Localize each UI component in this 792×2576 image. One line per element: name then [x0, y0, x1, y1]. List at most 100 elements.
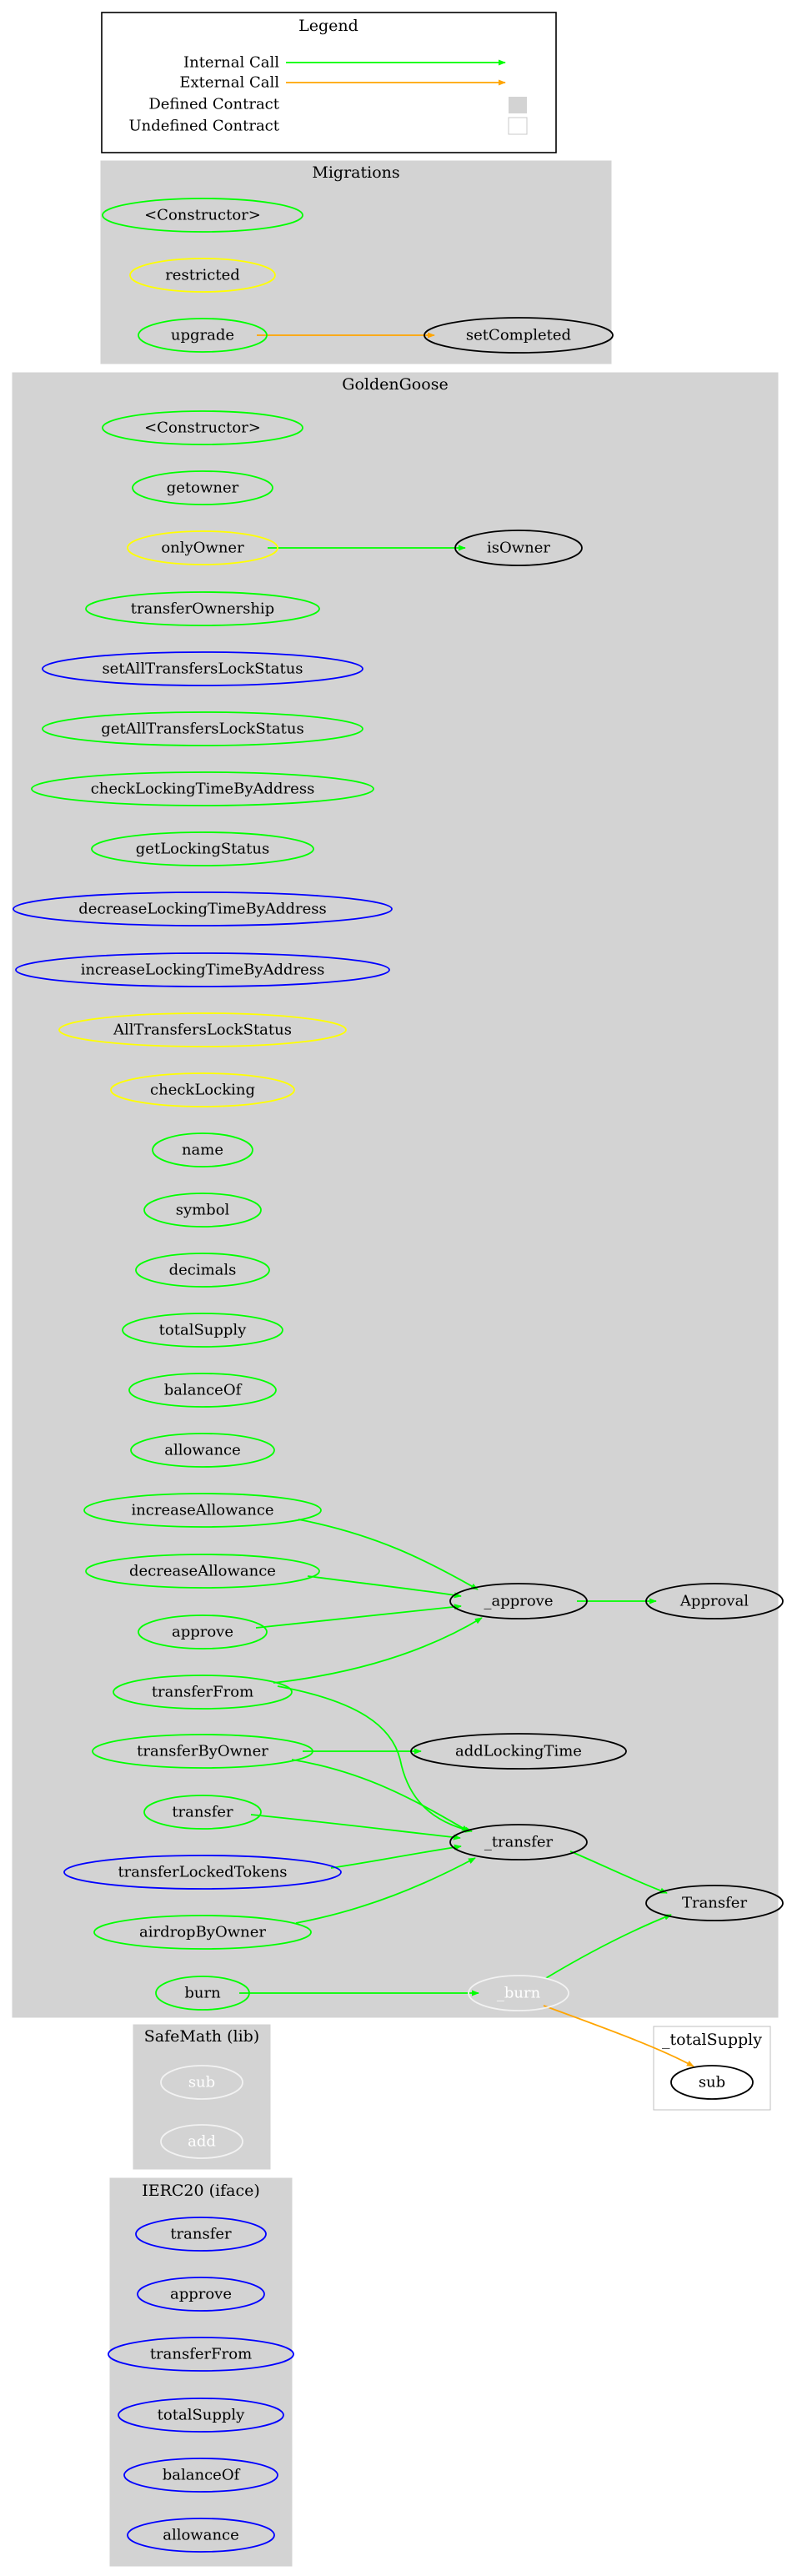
node-mig-setCompleted[interactable]: setCompleted — [424, 317, 614, 354]
cluster-ierc20: IERC20 (iface) — [109, 2177, 293, 2567]
node-gg-onlyOwner[interactable]: onlyOwner — [127, 530, 278, 565]
node-ellipse — [449, 1824, 588, 1860]
cluster-migrations: Migrations — [100, 160, 612, 364]
legend-undefined-contract-swatch — [508, 117, 528, 135]
node-if-balanceOf[interactable]: balanceOf — [123, 2458, 278, 2493]
node-ellipse — [155, 1976, 250, 2011]
node-gg-isOwner[interactable]: isOwner — [454, 530, 583, 566]
node-gg-transferOwnership[interactable]: transferOwnership — [85, 591, 320, 626]
node-ellipse — [13, 891, 393, 926]
node-gg-getowner[interactable]: getowner — [132, 470, 273, 505]
node-if-transfer[interactable]: transfer — [135, 2217, 267, 2252]
cluster-title: _totalSupply — [662, 2031, 762, 2049]
node-ellipse — [143, 1795, 262, 1830]
cluster-title: Migrations — [312, 163, 399, 182]
edge-gg_approve-to-gg__approve — [255, 1604, 462, 1629]
node-gg-getLockingStatus[interactable]: getLockingStatus — [91, 831, 314, 866]
node-ellipse — [118, 2398, 284, 2433]
edge-gg_airdrop-to-gg__transfer — [295, 1857, 476, 1924]
node-gg-totalSupply[interactable]: totalSupply — [122, 1313, 283, 1348]
node-label: <Constructor> — [144, 419, 261, 437]
node-ellipse — [670, 2065, 754, 2100]
node-ellipse — [152, 1132, 253, 1167]
node-gg-transfer[interactable]: transfer — [143, 1795, 262, 1830]
node-gg-symbol[interactable]: symbol — [143, 1193, 262, 1228]
node-if-transferFrom[interactable]: transferFrom — [108, 2337, 294, 2372]
node-ellipse — [129, 258, 276, 293]
edge-gg__transfer-to-gg_Transfer — [569, 1850, 668, 1894]
node-gg-name[interactable]: name — [152, 1132, 253, 1167]
node-label: transfer — [170, 2226, 232, 2243]
node-gg-checkLocking[interactable]: checkLocking — [110, 1072, 295, 1107]
node-ellipse — [160, 2065, 243, 2100]
node-label: checkLocking — [150, 1082, 255, 1099]
node-gg-allTransfersLock[interactable]: AllTransfersLockStatus — [58, 1012, 347, 1047]
node-gg-airdrop[interactable]: airdropByOwner — [93, 1915, 312, 1950]
node-ellipse — [454, 530, 583, 566]
node-label: symbol — [176, 1202, 230, 1219]
node-gg-decreaseLocking[interactable]: decreaseLockingTimeByAddress — [13, 891, 393, 926]
node-gg--burn[interactable]: _burn — [468, 1975, 569, 2011]
node-ts-sub[interactable]: sub — [670, 2065, 754, 2100]
node-mig-restricted[interactable]: restricted — [129, 258, 276, 293]
node-label: restricted — [165, 267, 240, 284]
node-label: balanceOf — [164, 1382, 243, 1399]
node-gg-transferFrom[interactable]: transferFrom — [113, 1675, 293, 1710]
node-label: setAllTransfersLockStatus — [102, 660, 303, 678]
node-if-totalSupply[interactable]: totalSupply — [118, 2398, 284, 2433]
node-gg--transfer[interactable]: _transfer — [449, 1824, 588, 1860]
node-ellipse — [645, 1583, 784, 1619]
node-ellipse — [91, 831, 314, 866]
node-label: decreaseAllowance — [129, 1563, 276, 1580]
node-gg-decimals[interactable]: decimals — [135, 1253, 270, 1288]
node-ellipse — [449, 1583, 588, 1619]
node-label: getAllTransfersLockStatus — [101, 721, 303, 738]
node-ellipse — [123, 2458, 278, 2493]
node-gg-getAll[interactable]: getAllTransfersLockStatus — [42, 711, 363, 746]
node-sm-add[interactable]: add — [160, 2124, 243, 2159]
node-ellipse — [127, 2518, 275, 2553]
node-mig-upgrade[interactable]: upgrade — [138, 318, 268, 353]
node-label: addLockingTime — [455, 1743, 582, 1760]
node-gg-increaseLocking[interactable]: increaseLockingTimeByAddress — [15, 952, 390, 987]
node-ellipse — [113, 1675, 293, 1710]
node-gg-checkLockingTime[interactable]: checkLockingTimeByAddress — [31, 771, 374, 806]
node-gg-addLockingTime[interactable]: addLockingTime — [410, 1733, 627, 1770]
node-ellipse — [93, 1915, 312, 1950]
node-ellipse — [138, 1614, 268, 1650]
node-label: approve — [170, 2286, 232, 2303]
node-ellipse — [410, 1733, 627, 1770]
legend: Legend Internal Call External Call Defin… — [101, 12, 557, 153]
node-gg-Transfer[interactable]: Transfer — [645, 1885, 784, 1921]
edge-gg_decreaseAllowance-to-gg__approve — [307, 1575, 462, 1599]
node-label: name — [182, 1142, 223, 1159]
node-label: transferOwnership — [131, 600, 274, 618]
node-gg-transferLocked[interactable]: transferLockedTokens — [63, 1855, 342, 1890]
edge-gg_transfer-to-gg__transfer — [250, 1814, 461, 1840]
node-label: Approval — [679, 1593, 749, 1610]
node-gg-increaseAllowance[interactable]: increaseAllowance — [83, 1493, 322, 1528]
node-label: sub — [188, 2074, 215, 2091]
node-gg-allowance[interactable]: allowance — [130, 1433, 275, 1468]
node-if-allowance[interactable]: allowance — [127, 2518, 275, 2553]
node-if-approve[interactable]: approve — [137, 2277, 265, 2312]
node-label: sub — [699, 2074, 725, 2091]
node-gg-approve[interactable]: approve — [138, 1614, 268, 1650]
node-ellipse — [42, 651, 363, 686]
edge-gg_transferByOwner-to-gg__transfer — [291, 1759, 469, 1832]
node-gg-transferByOwner[interactable]: transferByOwner — [92, 1734, 313, 1769]
node-gg--approve[interactable]: _approve — [449, 1583, 588, 1619]
node-mig-ctor[interactable]: <Constructor> — [102, 198, 303, 233]
node-gg-setAll[interactable]: setAllTransfersLockStatus — [42, 651, 363, 686]
node-ellipse — [85, 591, 320, 626]
edge-gg__burn-to-ts_sub — [543, 2005, 694, 2067]
node-sm-sub[interactable]: sub — [160, 2065, 243, 2100]
node-gg-burn[interactable]: burn — [155, 1976, 250, 2011]
node-gg-balanceOf[interactable]: balanceOf — [128, 1373, 277, 1408]
cluster-totalsupply: _totalSupply — [653, 2026, 771, 2111]
node-gg-decreaseAllowance[interactable]: decreaseAllowance — [85, 1554, 320, 1589]
node-gg-Approval[interactable]: Approval — [645, 1583, 784, 1619]
node-ellipse — [15, 952, 390, 987]
node-ellipse — [42, 711, 363, 746]
node-gg-ctor[interactable]: <Constructor> — [102, 410, 303, 445]
